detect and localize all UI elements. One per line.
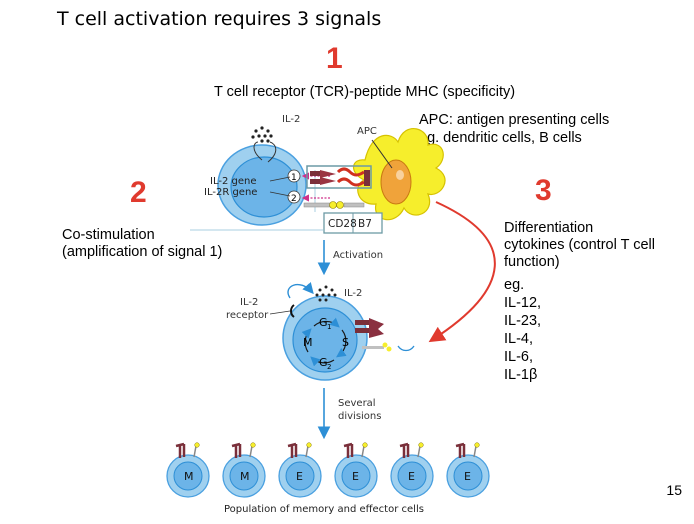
cd28-label: CD28: [328, 218, 357, 230]
signal-2-label-line2: (amplification of signal 1): [62, 244, 223, 260]
cycle-g2: G: [319, 356, 328, 369]
il2-secretion-mid: [315, 285, 337, 302]
marker-1: 1: [291, 173, 297, 183]
slide-title: T cell activation requires 3 signals: [57, 8, 382, 30]
signal-3-arrow: [428, 201, 496, 343]
apc-note-line1: APC: antigen presenting cells: [419, 112, 610, 128]
il2-label-top: IL-2: [282, 114, 300, 125]
signal-1-number: 1: [326, 42, 343, 75]
population-cell-label: M: [240, 470, 250, 483]
cycle-g1: G: [319, 316, 328, 329]
population-cell-label: E: [296, 470, 303, 483]
population-cell: M: [166, 442, 210, 498]
population-cell: E: [278, 442, 322, 498]
population-cell-label: M: [184, 470, 194, 483]
signal-3-line: IL-23,: [504, 313, 542, 329]
tcr-mhc-complex: [310, 167, 370, 187]
il2-receptor-label-line1: IL-2: [240, 297, 258, 308]
population-cell-label: E: [464, 470, 471, 483]
signal-3-line: IL-1β: [504, 367, 538, 383]
page-number: 15: [666, 482, 682, 498]
signal-3-line: Differentiation: [504, 220, 594, 236]
il2-receptor-label-line2: receptor: [226, 310, 269, 321]
signal-1-label: T cell receptor (TCR)-peptide MHC (speci…: [214, 84, 516, 100]
cycle-g1-subscript: 1: [327, 323, 331, 331]
tcr-mhc-box: [306, 165, 372, 189]
activation-label: Activation: [333, 250, 383, 261]
cycle-m: M: [303, 336, 313, 349]
il2-label-mid: IL-2: [344, 288, 362, 299]
population-cell-label: E: [408, 470, 415, 483]
population-cell-label: E: [352, 470, 359, 483]
marker-2: 2: [291, 194, 297, 204]
signal-3-line: IL-12,: [504, 295, 542, 311]
signal-3-line: IL-4,: [504, 331, 534, 347]
cycle-g2-subscript: 2: [327, 363, 331, 371]
b7-label: B7: [358, 218, 372, 230]
apc-label: APC: [357, 126, 377, 137]
signal-2-number: 2: [130, 176, 147, 209]
signal-3-line: eg.: [504, 277, 525, 293]
il2r-gene-label: IL-2R gene: [204, 187, 257, 198]
il2-secretion-top: [251, 126, 273, 143]
several-label-line2: divisions: [338, 411, 381, 422]
signal-2-label-line1: Co-stimulation: [62, 227, 155, 243]
several-label-line1: Several: [338, 398, 376, 409]
signal-3-line: IL-6,: [504, 349, 534, 365]
population-cell: E: [334, 442, 378, 498]
apc-note-line2: eg. dendritic cells, B cells: [419, 130, 582, 146]
signal-3-number: 3: [535, 174, 552, 207]
population-cell: M: [222, 442, 266, 498]
population-cell: E: [390, 442, 434, 498]
signal-3-line: function): [504, 254, 560, 270]
il2-gene-label: IL-2 gene: [210, 176, 256, 187]
cycle-s: S: [342, 336, 349, 349]
cell-cycle: [301, 317, 347, 367]
population-cell: E: [446, 442, 490, 498]
population-label: Population of memory and effector cells: [224, 504, 424, 515]
cd28-b7-complex: [303, 201, 365, 209]
signal-3-line: cytokines (control T cell: [504, 237, 655, 253]
tcr-mid: [355, 318, 392, 352]
